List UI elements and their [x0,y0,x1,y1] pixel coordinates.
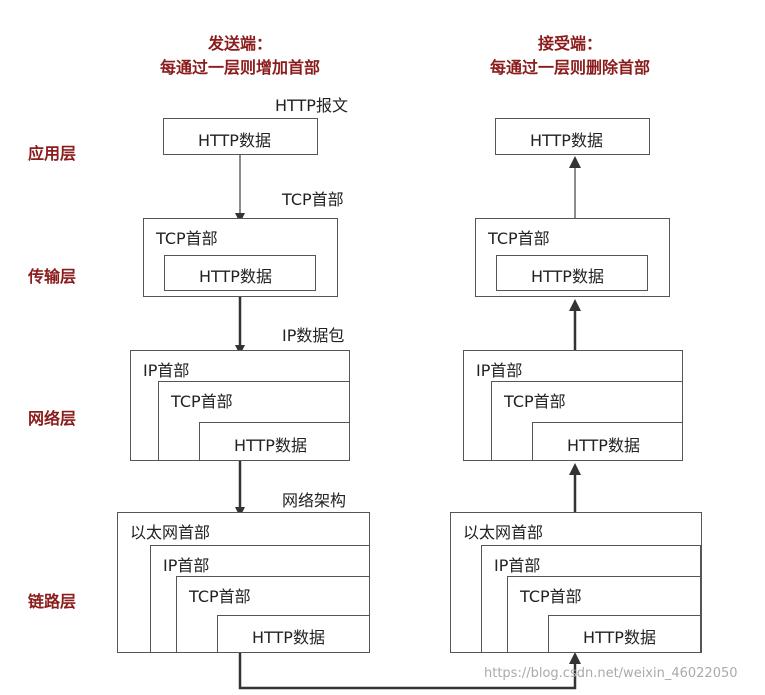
layer-network: 网络层 [28,409,77,428]
label-frame: 网络架构 [282,491,347,510]
layer-transport: 传输层 [28,267,77,286]
receiver-network-http-box: HTTP数据 [532,422,683,461]
http-data-text: HTTP数据 [531,267,604,286]
ethernet-header-text: 以太网首部 [463,523,544,542]
http-data-text: HTTP数据 [583,628,656,647]
receiver-transport-http-box: HTTP数据 [496,255,648,291]
tcp-header-text: TCP首部 [156,229,218,248]
ip-header-text: IP首部 [476,361,523,380]
http-data-text: HTTP数据 [530,131,603,150]
tcp-header-text: TCP首部 [189,587,251,606]
ethernet-header-text: 以太网首部 [130,523,211,542]
physical-link-line [238,653,577,690]
tcp-header-text: TCP首部 [504,392,566,411]
watermark: https://blog.csdn.net/weixin_46022050 [484,666,738,681]
receiver-link-box: 以太网首部 IP首部 TCP首部 HTTP数据 [450,512,702,653]
tcp-header-text: TCP首部 [520,587,582,606]
http-data-text: HTTP数据 [567,436,640,455]
label-ip-packet: IP数据包 [282,326,345,345]
layer-link: 链路层 [28,592,77,611]
sender-network-http-box: HTTP数据 [199,422,350,461]
http-data-text: HTTP数据 [234,436,307,455]
sender-network-tcp-box: TCP首部 HTTP数据 [158,381,350,461]
ip-header-text: IP首部 [163,556,210,575]
ip-header-text: IP首部 [494,556,541,575]
receiver-app-box: HTTP数据 [495,118,650,155]
http-data-text: HTTP数据 [252,628,325,647]
sender-transport-http-box: HTTP数据 [164,255,316,291]
receiver-link-http-box: HTTP数据 [548,615,701,653]
ip-header-text: IP首部 [143,361,190,380]
sender-network-box: IP首部 TCP首部 HTTP数据 [130,350,350,461]
arrow-transport-to-app-head [569,156,581,168]
tcp-header-text: TCP首部 [488,229,550,248]
sender-app-box: HTTP数据 [163,118,318,155]
receiver-link-tcp-box: TCP首部 HTTP数据 [507,576,701,653]
receiver-network-tcp-box: TCP首部 HTTP数据 [491,381,683,461]
receiver-network-box: IP首部 TCP首部 HTTP数据 [463,350,683,461]
arrow-physical-up [569,652,581,664]
sender-subtitle: 每通过一层则增加首部 [159,58,320,77]
http-data-text: HTTP数据 [199,267,272,286]
label-http-message: HTTP报文 [275,96,348,115]
sender-link-tcp-box: TCP首部 HTTP数据 [176,576,370,653]
receiver-transport-box: TCP首部 HTTP数据 [475,218,670,297]
sender-title: 发送端： [207,34,272,53]
receiver-subtitle: 每通过一层则删除首部 [489,58,650,77]
http-data-text: HTTP数据 [198,131,271,150]
layer-application: 应用层 [28,144,77,163]
arrow-link-to-network-head [569,463,581,475]
arrow-network-to-transport-head [569,299,581,311]
receiver-link-ip-box: IP首部 TCP首部 HTTP数据 [481,545,701,653]
sender-link-box: 以太网首部 IP首部 TCP首部 HTTP数据 [117,512,370,653]
sender-link-ip-box: IP首部 TCP首部 HTTP数据 [150,545,370,653]
sender-link-http-box: HTTP数据 [217,615,370,653]
tcp-header-text: TCP首部 [171,392,233,411]
label-tcp-header: TCP首部 [282,190,344,209]
sender-transport-box: TCP首部 HTTP数据 [143,218,338,297]
receiver-title: 接受端： [537,34,602,53]
